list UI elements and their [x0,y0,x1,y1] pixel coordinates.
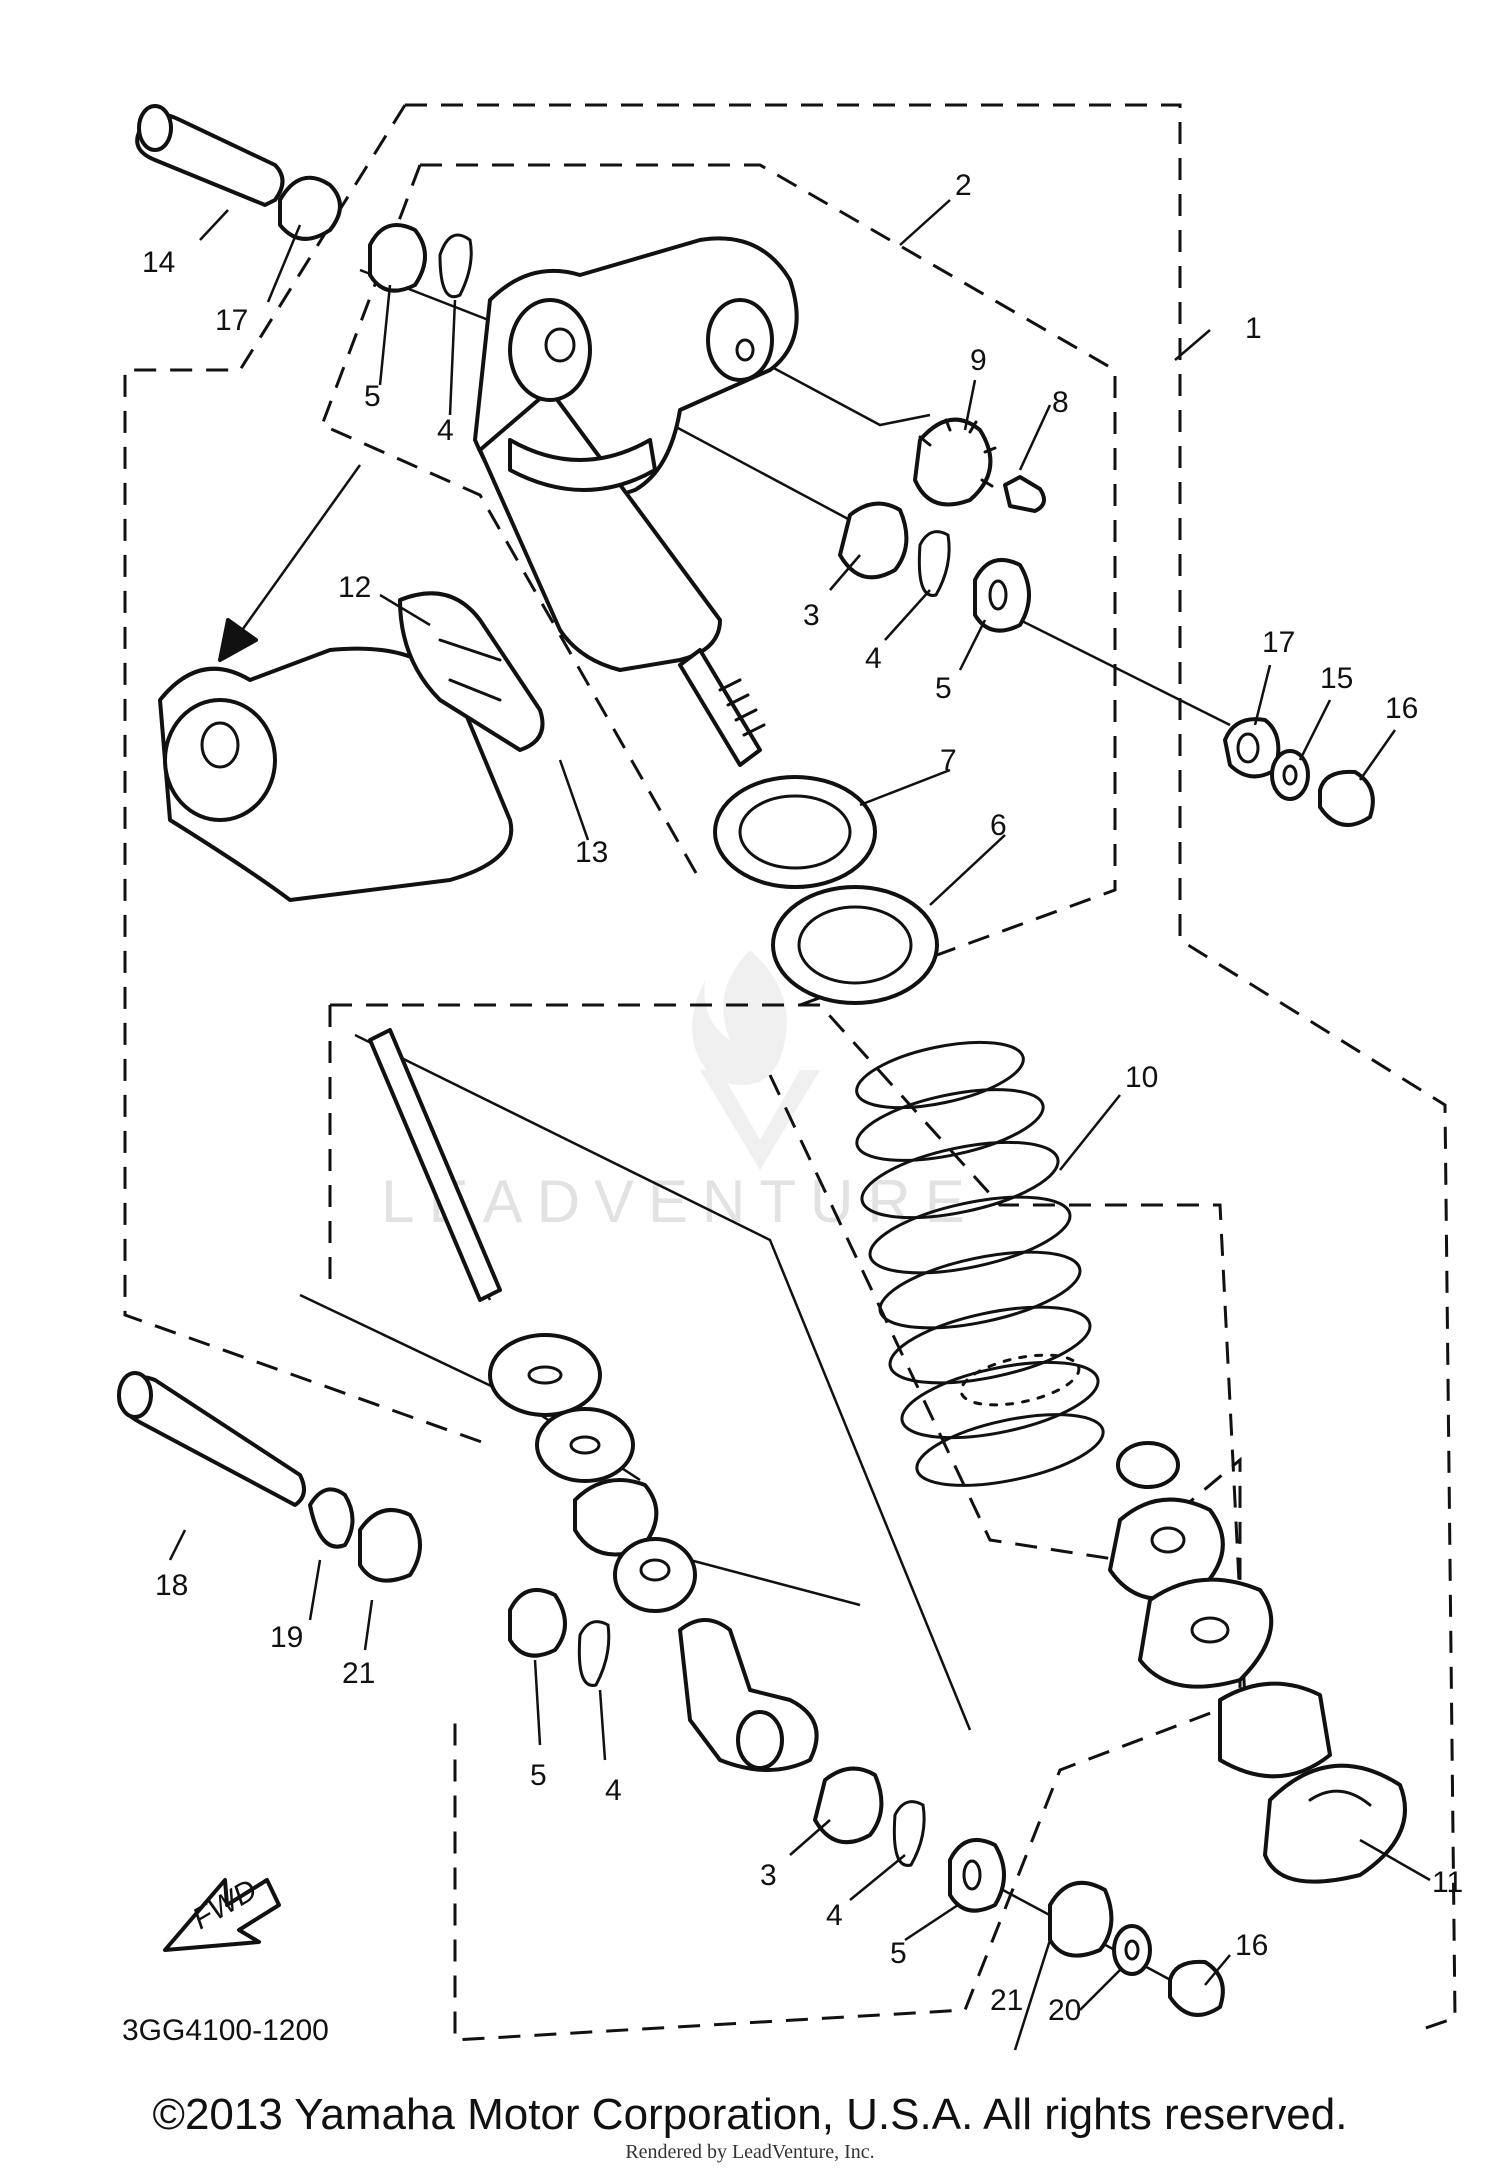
callout-3-lower: 3 [760,1859,777,1892]
callout-5-upper-right: 5 [935,672,952,705]
part-6-adjusting-nut [771,885,939,1005]
part-17-collar-right [1223,717,1281,779]
part-damper-rod [368,1028,502,1302]
part-14-upper-bolt [135,104,285,207]
callout-18: 18 [155,1569,188,1602]
callout-5-lower-right: 5 [890,1937,907,1970]
callout-20: 20 [1048,1994,1081,2027]
callout-4-upper-left: 4 [437,414,454,447]
part-18-lower-bolt [117,1371,306,1507]
callout-15: 15 [1320,662,1353,695]
part-5-seal-lower-right [948,1838,1006,1913]
callout-9: 9 [970,344,987,377]
callout-4-lower-right: 4 [826,1899,843,1932]
callout-3-upper: 3 [803,599,820,632]
callout-12: 12 [338,571,371,604]
part-11-spring-guide [1263,1763,1407,1884]
part-16-nut-upper [1318,769,1375,827]
group-outline-lower [328,1003,1247,2042]
part-21-collar-right [1048,1880,1114,1958]
part-4-circlip-lower-right [892,1800,926,1867]
callout-leaders [168,199,1431,2051]
part-15-washer [1270,749,1310,801]
callout-2: 2 [955,169,972,202]
callout-19: 19 [270,1621,303,1654]
callout-17-upper: 17 [215,304,248,337]
part-5-seal-lower-left [508,1588,567,1658]
watermark-logo [692,950,820,1170]
callout-13: 13 [575,836,608,869]
callout-4-lower-left: 4 [605,1774,622,1807]
callout-17-right: 17 [1262,626,1295,659]
callout-21-right: 21 [990,1984,1023,2017]
part-9-adjuster [913,417,997,507]
part-5-oil-seal-upper [368,223,427,293]
detail-arrow [218,464,362,662]
part-5-seal-upper-right [973,558,1031,633]
part-12-13-reservoir-detail [158,591,545,902]
callout-10: 10 [1125,1061,1158,1094]
callout-16-lower: 16 [1235,1929,1268,1962]
drawing-code: 3GG4100-1200 [122,2014,329,2047]
callout-21-left: 21 [342,1657,375,1690]
part-19-washer [308,1487,355,1549]
callout-6: 6 [990,809,1007,842]
callout-5-lower-left: 5 [530,1759,547,1792]
callout-1: 1 [1245,312,1262,345]
part-4-circlip-upper [438,233,473,299]
part-4-circlip-upper-right [917,530,951,597]
part-shim-stack [488,1333,697,1613]
callout-8: 8 [1052,386,1069,419]
callout-4-upper-right: 4 [865,642,882,675]
group-outline-1 [123,103,1457,2032]
callout-5-upper-left: 5 [364,380,381,413]
part-3-bushing-lower [813,1766,884,1845]
part-4-circlip-lower-left [577,1620,611,1687]
callout-14: 14 [142,246,175,279]
part-16-nut-lower [1168,1959,1225,2017]
part-10-spring [855,1040,1105,1487]
part-7-lock-nut [713,775,877,889]
part-2-shock-absorber-body [473,236,799,767]
part-8-screw [1003,475,1046,513]
part-17-collar-upper [278,175,342,241]
part-20-washer [1112,1924,1152,1976]
part-21-collar-left [358,1508,422,1583]
copyright-notice: ©2013 Yamaha Motor Corporation, U.S.A. A… [152,2090,1348,2139]
part-lower-clevis [678,1618,819,1772]
callout-7: 7 [940,744,957,777]
callout-11: 11 [1432,1866,1463,1899]
rendered-by-notice: Rendered by LeadVenture, Inc. [625,2141,875,2163]
part-spring-seat-stack [1108,1441,1332,1779]
group-outline-2 [320,163,1117,1007]
watermark-text: LEADVENTURE [381,1168,978,1235]
callout-16-upper: 16 [1385,692,1418,725]
fwd-direction-arrow [163,1878,281,1952]
